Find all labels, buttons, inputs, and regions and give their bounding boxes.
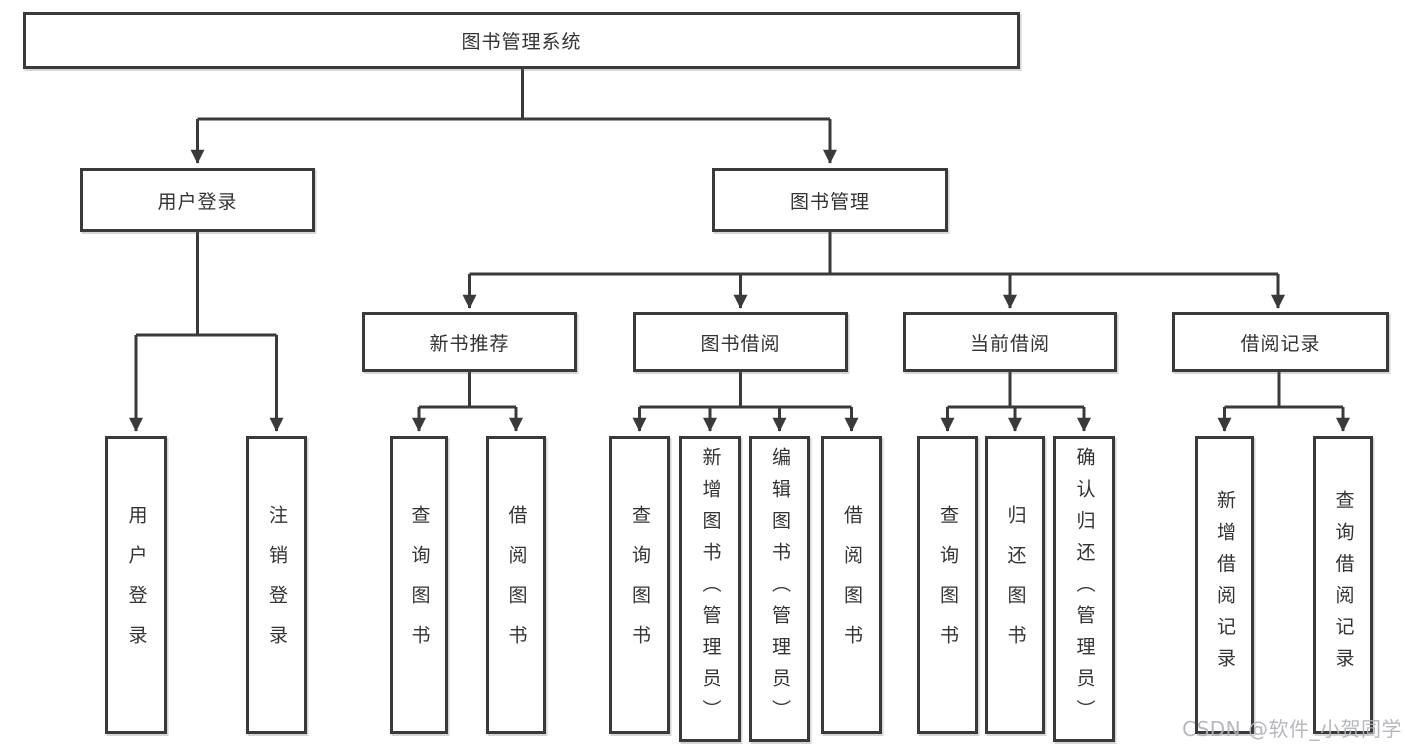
leaf-query-books-current: 查询图书 (917, 436, 978, 734)
leaf-query-books-current-label: 查询图书 (937, 505, 959, 665)
node-book-borrowing: 图书借阅 (633, 312, 848, 372)
leaf-add-book-admin-label: 新增图书（管理员） (699, 447, 722, 731)
leaf-add-borrow-record-label: 新增借阅记录 (1214, 490, 1236, 680)
node-current-borrowing: 当前借阅 (903, 312, 1117, 372)
node-current-borrowing-label: 当前借阅 (969, 332, 1050, 355)
node-user-login: 用户登录 (80, 168, 315, 232)
leaf-add-borrow-record: 新增借阅记录 (1195, 436, 1254, 734)
leaf-query-borrow-record-label: 查询借阅记录 (1332, 490, 1355, 680)
node-book-borrowing-label: 图书借阅 (700, 332, 781, 355)
node-user-login-label: 用户登录 (157, 190, 238, 213)
leaf-user-login-label: 用户登录 (125, 505, 148, 665)
leaf-query-books-recommendation: 查询图书 (390, 436, 448, 734)
leaf-confirm-return-admin-label: 确认归还（管理员） (1073, 447, 1096, 731)
leaf-return-books-label: 归还图书 (1004, 505, 1027, 665)
leaf-borrow-books-borrowing: 借阅图书 (821, 436, 882, 734)
csdn-watermark: CSDN @软件_小贺同学 (1182, 717, 1402, 741)
leaf-logout: 注销登录 (246, 436, 307, 734)
leaf-borrow-books-borrowing-label: 借阅图书 (841, 505, 863, 665)
node-library-management-system: 图书管理系统 (23, 12, 1020, 69)
leaf-query-books-borrowing: 查询图书 (609, 436, 670, 734)
node-borrowing-records-label: 借阅记录 (1240, 332, 1321, 355)
leaf-return-books: 归还图书 (985, 436, 1045, 734)
leaf-add-book-admin: 新增图书（管理员） (679, 436, 741, 742)
node-library-management-system-label: 图书管理系统 (461, 31, 582, 53)
leaf-user-login: 用户登录 (105, 436, 167, 734)
leaf-borrow-books-recommendation-label: 借阅图书 (505, 505, 528, 665)
leaf-logout-label: 注销登录 (266, 505, 288, 665)
leaf-query-borrow-record: 查询借阅记录 (1313, 436, 1373, 734)
leaf-edit-book-admin-label: 编辑图书（管理员） (769, 447, 791, 731)
node-book-management-label: 图书管理 (789, 190, 870, 213)
leaf-query-books-borrowing-label: 查询图书 (629, 505, 651, 665)
node-borrowing-records: 借阅记录 (1172, 312, 1389, 372)
node-new-book-recommendation: 新书推荐 (362, 312, 577, 372)
node-book-management: 图书管理 (712, 168, 948, 232)
leaf-edit-book-admin: 编辑图书（管理员） (749, 436, 810, 742)
leaf-query-books-recommendation-label: 查询图书 (408, 505, 431, 665)
leaf-confirm-return-admin: 确认归还（管理员） (1053, 436, 1115, 742)
leaf-borrow-books-recommendation: 借阅图书 (486, 436, 546, 734)
node-new-book-recommendation-label: 新书推荐 (429, 332, 510, 355)
